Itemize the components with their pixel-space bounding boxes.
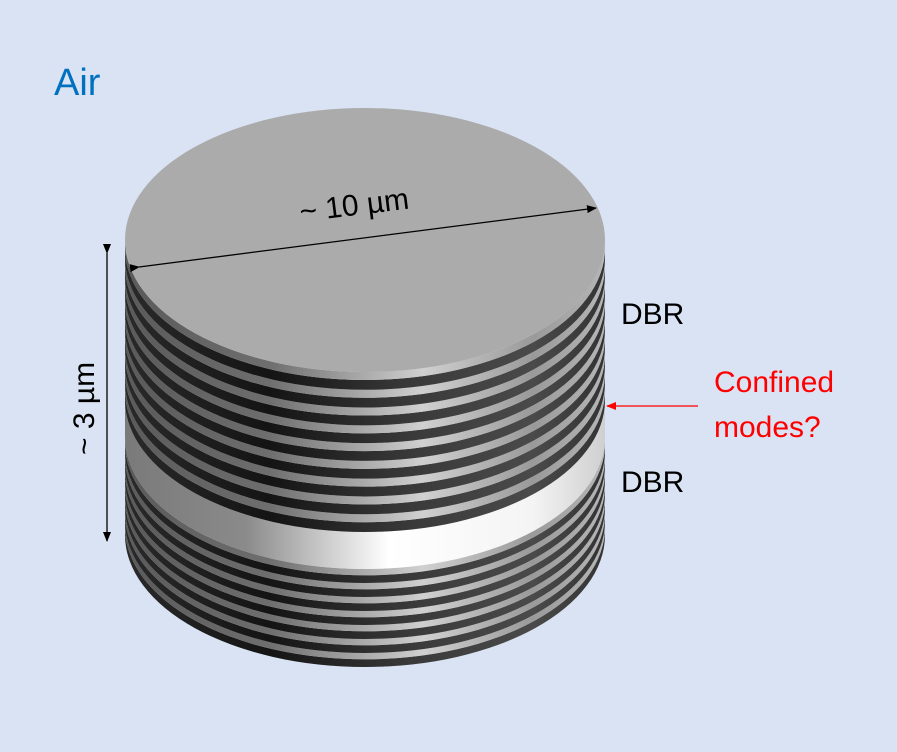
layer-stack [125, 240, 605, 667]
top-face [125, 108, 605, 372]
cavity-layer [125, 400, 605, 569]
air-label: Air [54, 62, 101, 104]
confined-modes-label-line2: modes? [714, 411, 821, 444]
diameter-arrow [129, 205, 597, 273]
top-dbr-label: DBR [621, 298, 685, 331]
confined-modes-label-line1: Confined [714, 366, 835, 399]
bottom-dbr-label: DBR [621, 466, 685, 499]
height-label: ~ 3 µm [68, 361, 101, 455]
